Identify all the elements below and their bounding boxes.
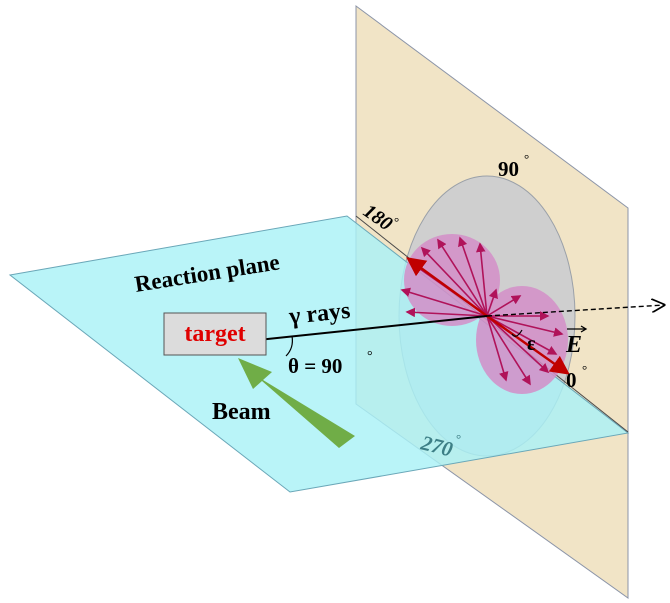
theta-degree: ° bbox=[367, 349, 373, 364]
angle-90-label: 90 bbox=[498, 157, 519, 181]
epsilon-arc bbox=[511, 329, 523, 337]
gamma-rays-label: γ rays bbox=[287, 298, 352, 330]
angle-90-degree: ° bbox=[524, 151, 529, 166]
beam-arrow bbox=[238, 358, 355, 448]
gamma-ray-line bbox=[257, 315, 488, 341]
efield-vector-back bbox=[406, 257, 488, 317]
gamma-ray-dashed bbox=[486, 305, 664, 317]
angle-0-degree: ° bbox=[582, 362, 587, 377]
angle-270-degree: ° bbox=[456, 431, 461, 446]
angle-0-label: 0 bbox=[566, 368, 577, 392]
target-box bbox=[163, 312, 267, 356]
beam-label: Beam bbox=[212, 399, 271, 425]
angle-180-degree: ° bbox=[394, 214, 399, 229]
efield-label: E bbox=[565, 332, 582, 358]
epsilon-label: ε bbox=[527, 333, 536, 355]
theta-label: θ = 90 bbox=[288, 354, 342, 378]
efield-vector bbox=[486, 315, 570, 375]
efield-label-arrow bbox=[567, 325, 588, 333]
theta-arc bbox=[285, 335, 293, 357]
reaction-plane bbox=[8, 215, 630, 493]
target-label: target bbox=[184, 321, 245, 347]
